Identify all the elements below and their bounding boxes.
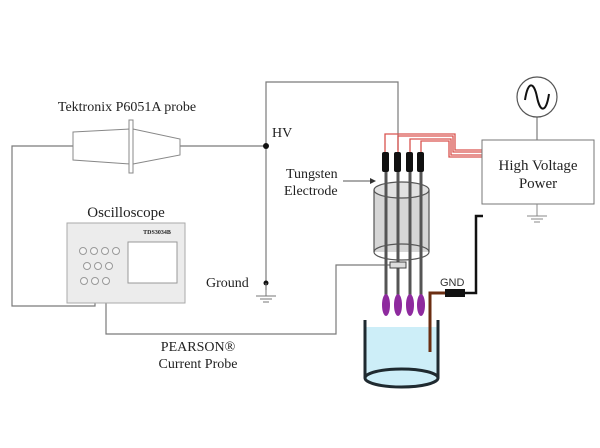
tungsten-electrodes — [382, 152, 424, 296]
pearson-label: PEARSON® — [161, 340, 236, 355]
plasma-jets — [382, 294, 425, 316]
current-probe-label: Current Probe — [159, 357, 238, 372]
pearson-probe-wire — [105, 264, 395, 335]
tektronix-probe — [72, 119, 181, 174]
pearson-current-probe — [389, 261, 407, 269]
tungsten-label: Tungsten — [286, 167, 338, 182]
hv-power-label-line1: High Voltage — [498, 158, 577, 174]
oscilloscope-label: Oscilloscope — [87, 205, 165, 221]
probe-label: Tektronix P6051A probe — [58, 100, 196, 115]
ground-icon — [256, 283, 276, 303]
scope-model-label: TDS3034B — [143, 230, 171, 236]
hv-node — [263, 143, 269, 149]
hv-to-electrode-wire — [265, 81, 399, 290]
gnd-label: GND — [440, 277, 465, 289]
hv-power-box — [481, 139, 595, 205]
ac-source-icon — [516, 76, 558, 118]
ground-electrode — [428, 291, 447, 352]
hv-cable-bundle — [384, 133, 482, 158]
beaker — [363, 320, 440, 389]
hv-power-label-line2: Power — [519, 176, 557, 192]
scope-knobs — [79, 247, 120, 285]
gnd-wire — [465, 214, 483, 295]
gnd-connector — [445, 289, 465, 297]
scope-screen — [127, 241, 178, 284]
pointer-arrowhead-icon — [370, 178, 376, 184]
hv-label: HV — [272, 126, 292, 141]
ground-label: Ground — [206, 276, 249, 291]
hv-power-ground-icon — [527, 204, 547, 223]
electrode-label: Electrode — [284, 184, 338, 199]
